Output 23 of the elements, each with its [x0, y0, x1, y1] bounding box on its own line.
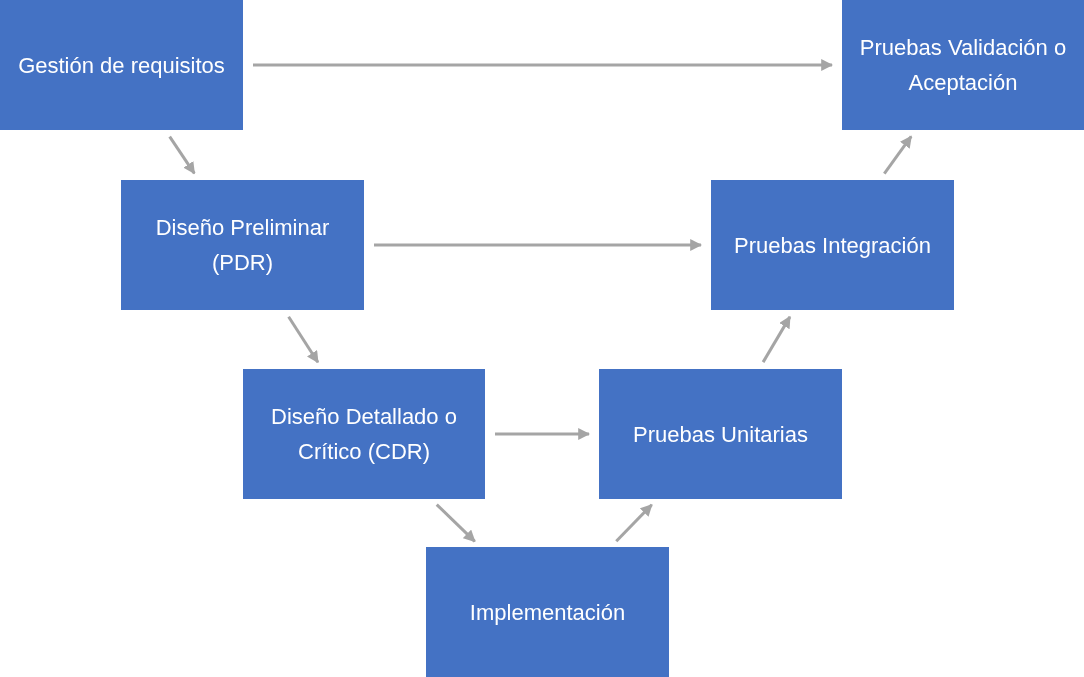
arrow	[435, 503, 476, 543]
process-box	[599, 369, 842, 499]
arrow	[883, 135, 913, 175]
box-label: Pruebas Unitarias	[633, 420, 808, 449]
arrow	[374, 239, 703, 251]
arrow	[287, 315, 320, 364]
process-box	[243, 369, 485, 499]
box-label: Diseño Detallado o Crítico (CDR)	[270, 403, 458, 466]
arrow	[253, 59, 834, 71]
process-box	[426, 547, 669, 677]
box-label: Diseño Preliminar (PDR)	[154, 214, 331, 277]
process-box	[842, 0, 1084, 130]
process-box	[711, 180, 954, 310]
arrow	[495, 428, 591, 440]
box-label: Gestión de requisitos	[18, 51, 225, 80]
box-label: Pruebas Integración	[734, 231, 931, 260]
arrow	[168, 135, 196, 175]
arrow	[761, 315, 792, 363]
process-box	[121, 180, 364, 310]
arrow	[615, 503, 653, 543]
process-box	[0, 0, 243, 130]
box-label: Pruebas Validación o Aceptación	[858, 34, 1068, 97]
box-label: Implementación	[469, 598, 626, 627]
